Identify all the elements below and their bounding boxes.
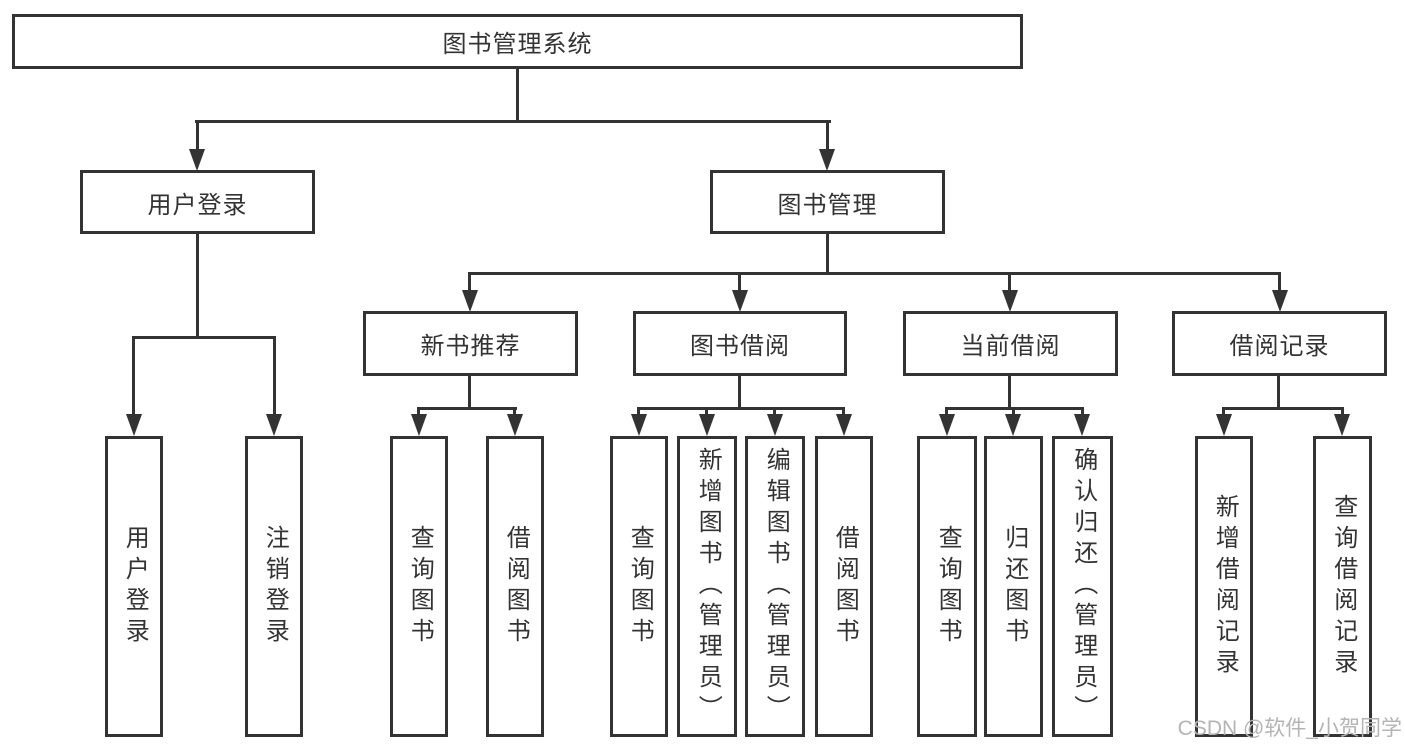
connector-line — [132, 336, 276, 339]
arrowhead-down-icon — [1334, 414, 1350, 436]
node-root: 图书管理系统 — [12, 14, 1023, 69]
arrowhead-down-icon — [1272, 290, 1288, 312]
node-new-book-recommend-label: 新书推荐 — [420, 333, 521, 360]
connector-line — [273, 336, 276, 418]
leaf-query-borrow-record-label: 查询借阅记录 — [1329, 493, 1357, 680]
leaf-add-book-admin-label: 新增图书（管理员） — [694, 447, 722, 726]
node-root-label: 图书管理系统 — [442, 31, 593, 58]
leaf-return-book-label: 归还图书 — [1000, 524, 1028, 649]
leaf-borrow-books-label: 借阅图书 — [831, 524, 859, 649]
leaf-borrow-books-recommend-label: 借阅图书 — [502, 524, 530, 649]
node-book-management-label: 图书管理 — [777, 191, 878, 219]
connector-line — [1008, 376, 1011, 409]
leaf-confirm-return-admin-label: 确认归还（管理员） — [1069, 447, 1097, 726]
arrowhead-down-icon — [939, 414, 955, 436]
arrowhead-down-icon — [462, 290, 478, 312]
connector-line — [637, 407, 640, 419]
connector-line — [1081, 407, 1084, 419]
leaf-logout-label: 注销登录 — [261, 524, 289, 649]
connector-line — [637, 407, 845, 410]
connector-line — [513, 407, 516, 419]
connector-line — [773, 407, 776, 419]
connector-line — [1222, 407, 1344, 410]
connector-line — [705, 407, 708, 419]
arrowhead-down-icon — [1002, 290, 1018, 312]
leaf-query-books-borrow: 查询图书 — [610, 436, 668, 737]
connector-line — [1012, 407, 1015, 419]
arrowhead-down-icon — [732, 290, 748, 312]
connector-line — [196, 120, 199, 152]
node-new-book-recommend: 新书推荐 — [363, 311, 578, 376]
leaf-query-books-current-label: 查询图书 — [934, 524, 962, 649]
node-user-login: 用户登录 — [80, 170, 315, 234]
arrowhead-down-icon — [189, 149, 205, 171]
connector-line — [826, 234, 829, 274]
leaf-edit-book-admin: 编辑图书（管理员） — [745, 436, 805, 737]
connector-line — [738, 272, 741, 294]
arrowhead-down-icon — [126, 414, 142, 436]
arrowhead-down-icon — [767, 414, 783, 436]
arrowhead-down-icon — [819, 149, 835, 171]
arrowhead-down-icon — [411, 414, 427, 436]
leaf-add-borrow-record-label: 新增借阅记录 — [1211, 493, 1239, 680]
node-book-management: 图书管理 — [710, 170, 945, 234]
leaf-add-borrow-record: 新增借阅记录 — [1195, 436, 1253, 737]
leaf-add-book-admin: 新增图书（管理员） — [677, 436, 737, 737]
leaf-borrow-books: 借阅图书 — [815, 436, 873, 737]
leaf-user-login-label: 用户登录 — [121, 524, 149, 649]
connector-line — [1278, 272, 1281, 294]
connector-line — [826, 120, 829, 152]
connector-line — [1008, 272, 1011, 294]
connector-line — [468, 272, 471, 294]
connector-line — [417, 407, 420, 419]
arrowhead-down-icon — [1005, 414, 1021, 436]
arrowhead-down-icon — [836, 414, 852, 436]
node-user-login-label: 用户登录 — [147, 191, 248, 219]
connector-line — [417, 407, 517, 410]
csdn-watermark: CSDN @软件_小贺同学 — [1177, 717, 1402, 740]
leaf-query-books-recommend-label: 查询图书 — [406, 524, 434, 649]
connector-line — [516, 69, 519, 123]
connector-line — [842, 407, 845, 419]
leaf-return-book: 归还图书 — [984, 436, 1043, 737]
node-current-borrow: 当前借阅 — [903, 311, 1118, 376]
arrowhead-down-icon — [631, 414, 647, 436]
leaf-user-login: 用户登录 — [105, 436, 163, 737]
connector-line — [468, 376, 471, 409]
node-borrow-records: 借阅记录 — [1172, 311, 1387, 376]
leaf-borrow-books-recommend: 借阅图书 — [486, 436, 544, 737]
connector-line — [468, 272, 1281, 275]
arrowhead-down-icon — [1216, 414, 1232, 436]
connector-line — [132, 336, 135, 418]
leaf-edit-book-admin-label: 编辑图书（管理员） — [762, 447, 790, 726]
leaf-query-books-borrow-label: 查询图书 — [626, 524, 654, 649]
node-book-borrow: 图书借阅 — [633, 311, 847, 376]
node-borrow-records-label: 借阅记录 — [1229, 333, 1330, 360]
arrowhead-down-icon — [1074, 414, 1090, 436]
node-book-borrow-label: 图书借阅 — [690, 333, 790, 360]
connector-line — [738, 376, 741, 409]
leaf-query-borrow-record: 查询借阅记录 — [1313, 436, 1372, 737]
connector-line — [945, 407, 948, 419]
node-current-borrow-label: 当前借阅 — [960, 333, 1061, 360]
leaf-logout: 注销登录 — [245, 436, 303, 737]
arrowhead-down-icon — [507, 414, 523, 436]
connector-line — [196, 234, 199, 338]
arrowhead-down-icon — [699, 414, 715, 436]
leaf-query-books-recommend: 查询图书 — [390, 436, 448, 737]
leaf-confirm-return-admin: 确认归还（管理员） — [1052, 436, 1113, 737]
connector-line — [1222, 407, 1225, 419]
connector-line — [1277, 376, 1280, 409]
connector-line — [1341, 407, 1344, 419]
leaf-query-books-current: 查询图书 — [917, 436, 977, 737]
arrowhead-down-icon — [266, 414, 282, 436]
connector-line — [195, 120, 831, 123]
